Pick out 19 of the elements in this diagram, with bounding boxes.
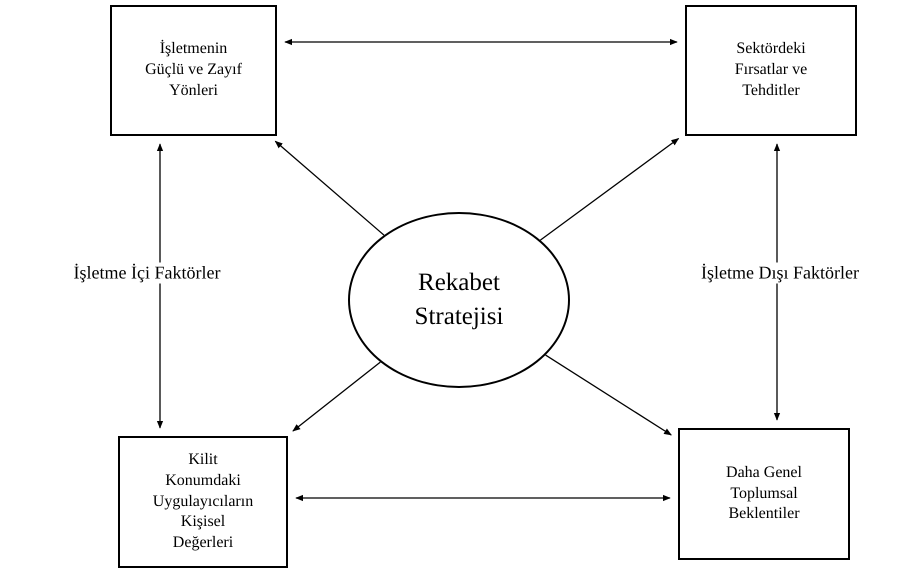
arrow	[540, 138, 680, 241]
arrow	[274, 140, 384, 236]
arrow	[284, 38, 678, 46]
node-text: Daha Genel Toplumsal Beklentiler	[725, 462, 803, 524]
arrow	[545, 354, 672, 436]
factor-box	[110, 5, 277, 136]
arrow	[292, 362, 381, 432]
factor-box	[685, 5, 857, 136]
factor-box	[118, 436, 288, 568]
arrow	[774, 143, 780, 421]
node-text: Rekabet Stratejisi	[414, 268, 504, 332]
node-text: Kilit Konumdaki Uygulayıcıların Kişisel Değerleri	[152, 450, 254, 554]
edge-label: İşletme Dışı Faktörler	[700, 262, 860, 284]
edge-label: İşletme İçi Faktörler	[72, 262, 222, 284]
factor-box	[678, 428, 850, 560]
node-text: Sektördeki Fırsatlar ve Tehditler	[734, 39, 808, 101]
node-text: İşletmenin Güçlü ve Zayıf Yönleri	[144, 39, 243, 101]
arrow	[295, 494, 671, 502]
arrow	[156, 143, 164, 429]
